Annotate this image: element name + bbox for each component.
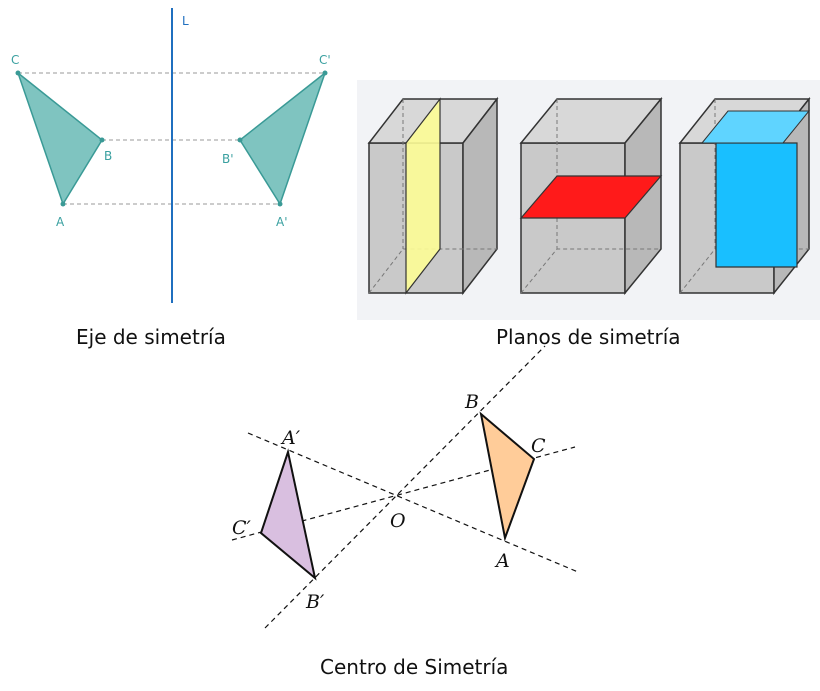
label-a: A <box>56 215 65 229</box>
label-a-prime: A' <box>276 215 288 229</box>
label-c: C <box>11 53 19 67</box>
line-a-a-prime <box>247 432 579 573</box>
triangle-abc-prime <box>239 70 327 206</box>
caption-axis-symmetry: Eje de simetría <box>76 325 226 349</box>
point-c <box>15 70 21 76</box>
label-b-italic: B <box>464 391 479 413</box>
label-b: B <box>104 149 112 163</box>
center-label: O <box>390 510 406 532</box>
label-c-italic: C <box>531 435 546 457</box>
point-b <box>99 137 105 143</box>
red-plane <box>519 175 663 219</box>
line-b-b-prime <box>264 345 546 629</box>
label-c-prime-italic: C′ <box>232 517 252 539</box>
axis-label: L <box>182 14 189 28</box>
label-b-prime: B' <box>222 152 234 166</box>
triangle-abc <box>16 70 103 206</box>
triangle-a-b-c-prime <box>259 448 317 581</box>
box-blue-plane <box>678 96 811 296</box>
axis-symmetry-diagram: L C B A C' B' A' <box>11 8 331 303</box>
point-a <box>60 201 66 207</box>
box-yellow-plane <box>367 96 499 296</box>
blue-plane-top <box>700 110 811 144</box>
box-red-plane <box>519 96 663 296</box>
point-c-prime <box>322 70 328 76</box>
label-c-prime: C' <box>319 53 331 67</box>
point-b-prime <box>237 137 243 143</box>
planes-symmetry-diagram <box>357 80 820 320</box>
caption-planes-symmetry: Planos de simetría <box>496 325 681 349</box>
blue-plane-front <box>715 142 798 268</box>
label-b-prime-italic: B′ <box>305 591 325 613</box>
triangle-abc-orange <box>479 411 536 542</box>
point-a-prime <box>277 201 283 207</box>
label-a-italic: A <box>494 550 510 572</box>
label-a-prime-italic: A′ <box>280 427 301 449</box>
center-symmetry-diagram: O A′ C′ B′ B C A <box>231 345 579 629</box>
yellow-plane <box>405 97 441 295</box>
caption-center-symmetry: Centro de Simetría <box>320 655 509 679</box>
